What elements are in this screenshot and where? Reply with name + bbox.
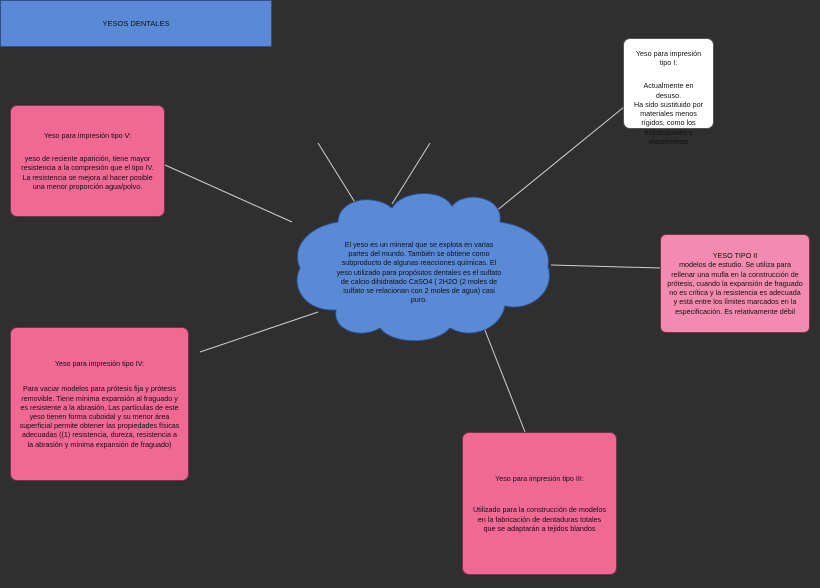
connector-tipo1 xyxy=(494,106,625,213)
node-tipo-4: Yeso para impresión tipo IV: Para vaciar… xyxy=(10,327,189,481)
node-tipo-1-body: Actualmente en desuso. Ha sido sustituid… xyxy=(633,81,704,146)
node-tipo-2: YESO TIPO II modelos de estudio. Se util… xyxy=(660,234,810,333)
central-cloud xyxy=(296,193,550,342)
node-tipo-5-body: yeso de reciente aparición, tiene mayor … xyxy=(21,154,154,191)
connector-title-left xyxy=(317,142,357,205)
connector-tipo2 xyxy=(550,264,661,269)
node-tipo-4-title: Yeso para impresión tipo IV: xyxy=(54,359,145,369)
connector-tipo3 xyxy=(476,309,526,433)
node-tipo-3: Yeso para impresión tipo III: Utilizado … xyxy=(462,432,617,575)
node-tipo-5: Yeso para impresión tipo V: yeso de reci… xyxy=(10,105,165,217)
node-tipo-1-title: Yeso para impresión tipo I: xyxy=(635,49,702,68)
diagram-title: YESOS DENTALES xyxy=(102,19,170,28)
node-tipo-3-body: Utilizado para la construcción de modelo… xyxy=(472,505,607,533)
connector-title-right xyxy=(391,142,431,205)
connector-tipo4 xyxy=(199,311,319,353)
title-box: YESOS DENTALES xyxy=(0,0,272,47)
node-tipo-3-title: Yeso para impresión tipo III: xyxy=(495,474,584,484)
node-tipo-4-body: Para vaciar modelos para prótesis fija y… xyxy=(19,384,180,449)
node-tipo-2-body: modelos de estudio. Se utiliza para rell… xyxy=(667,260,803,316)
node-tipo-5-title: Yeso para impresión tipo V: xyxy=(43,130,132,140)
central-concept-text: El yeso es un mineral que se explota en … xyxy=(336,240,502,305)
node-tipo-1: Yeso para impresión tipo I: Actualmente … xyxy=(623,38,714,146)
node-tipo-2-title: YESO TIPO II xyxy=(712,251,758,261)
connector-tipo5 xyxy=(164,164,293,223)
